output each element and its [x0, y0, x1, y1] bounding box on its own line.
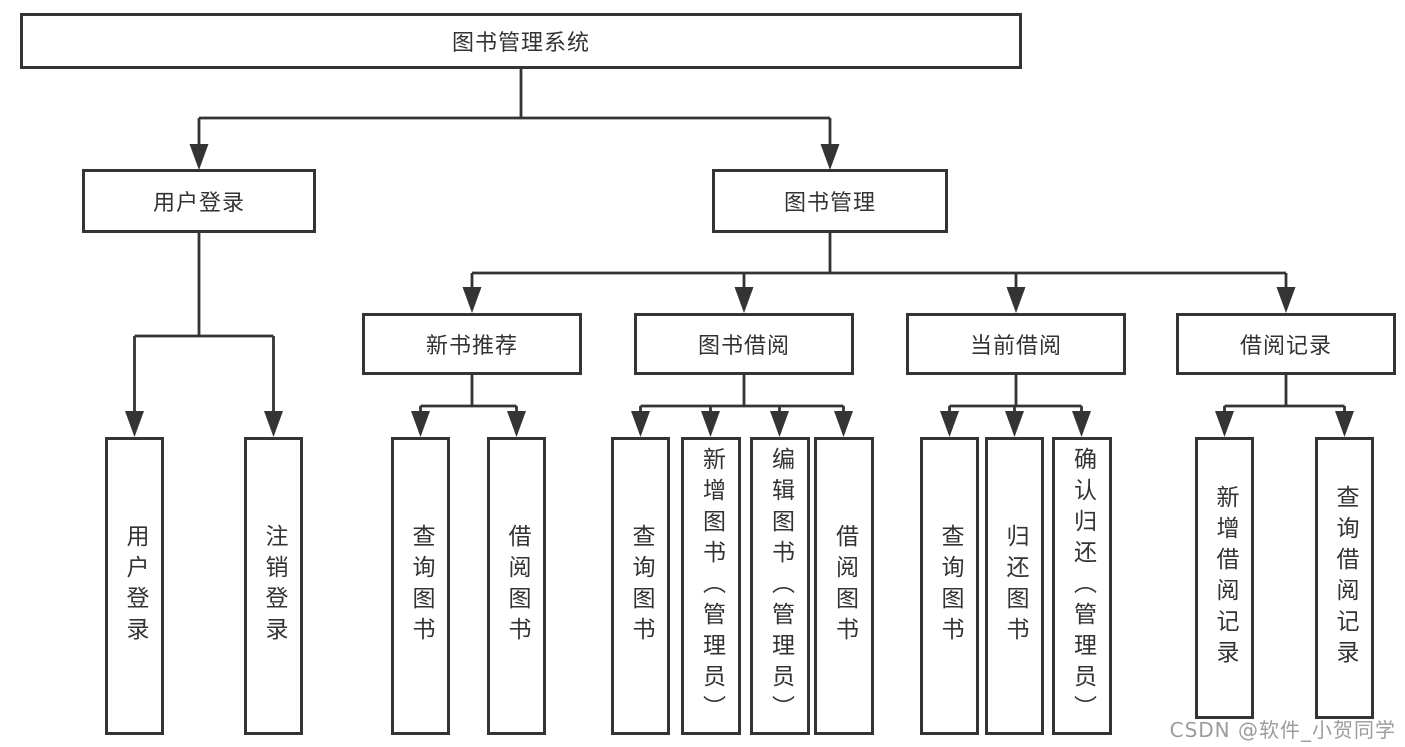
leaf-query-books-current-label: 查询图书	[937, 524, 963, 648]
leaf-borrow-books-recommend-label: 借阅图书	[504, 524, 530, 648]
leaf-query-books-borrow-label: 查询图书	[628, 524, 654, 648]
leaf-add-borrow-record: 新增借阅记录	[1195, 437, 1254, 719]
leaf-edit-book-admin-label: 编辑图书（管理员）	[767, 446, 794, 726]
leaf-logout-label: 注销登录	[261, 524, 287, 648]
leaf-borrow-books: 借阅图书	[814, 437, 874, 735]
node-root-system: 图书管理系统	[20, 13, 1022, 69]
node-new-book-recommend: 新书推荐	[362, 313, 582, 375]
csdn-watermark: CSDN @软件_小贺同学	[1169, 718, 1396, 742]
node-user-login: 用户登录	[82, 169, 316, 233]
leaf-return-book: 归还图书	[985, 437, 1044, 735]
leaf-confirm-return-admin-label: 确认归还（管理员）	[1069, 446, 1096, 726]
leaf-query-borrow-record: 查询借阅记录	[1315, 437, 1374, 719]
leaf-return-book-label: 归还图书	[1002, 524, 1028, 648]
leaf-logout: 注销登录	[244, 437, 303, 735]
leaf-user-login-label: 用户登录	[122, 524, 148, 648]
node-book-management: 图书管理	[712, 169, 948, 233]
leaf-add-book-admin-label: 新增图书（管理员）	[698, 446, 725, 726]
leaf-query-books-recommend-label: 查询图书	[408, 524, 434, 648]
node-borrow-records: 借阅记录	[1176, 313, 1396, 375]
node-book-borrow: 图书借阅	[634, 313, 854, 375]
leaf-query-books-recommend: 查询图书	[391, 437, 450, 735]
leaf-add-borrow-record-label: 新增借阅记录	[1212, 485, 1238, 671]
node-current-borrow: 当前借阅	[906, 313, 1126, 375]
leaf-query-borrow-record-label: 查询借阅记录	[1332, 485, 1358, 671]
leaf-user-login: 用户登录	[105, 437, 164, 735]
leaf-query-books-borrow: 查询图书	[611, 437, 670, 735]
leaf-query-books-current: 查询图书	[920, 437, 979, 735]
leaf-borrow-books-label: 借阅图书	[831, 524, 858, 648]
leaf-confirm-return-admin: 确认归还（管理员）	[1052, 437, 1112, 735]
leaf-borrow-books-recommend: 借阅图书	[487, 437, 546, 735]
leaf-edit-book-admin: 编辑图书（管理员）	[750, 437, 810, 735]
leaf-add-book-admin: 新增图书（管理员）	[681, 437, 741, 735]
